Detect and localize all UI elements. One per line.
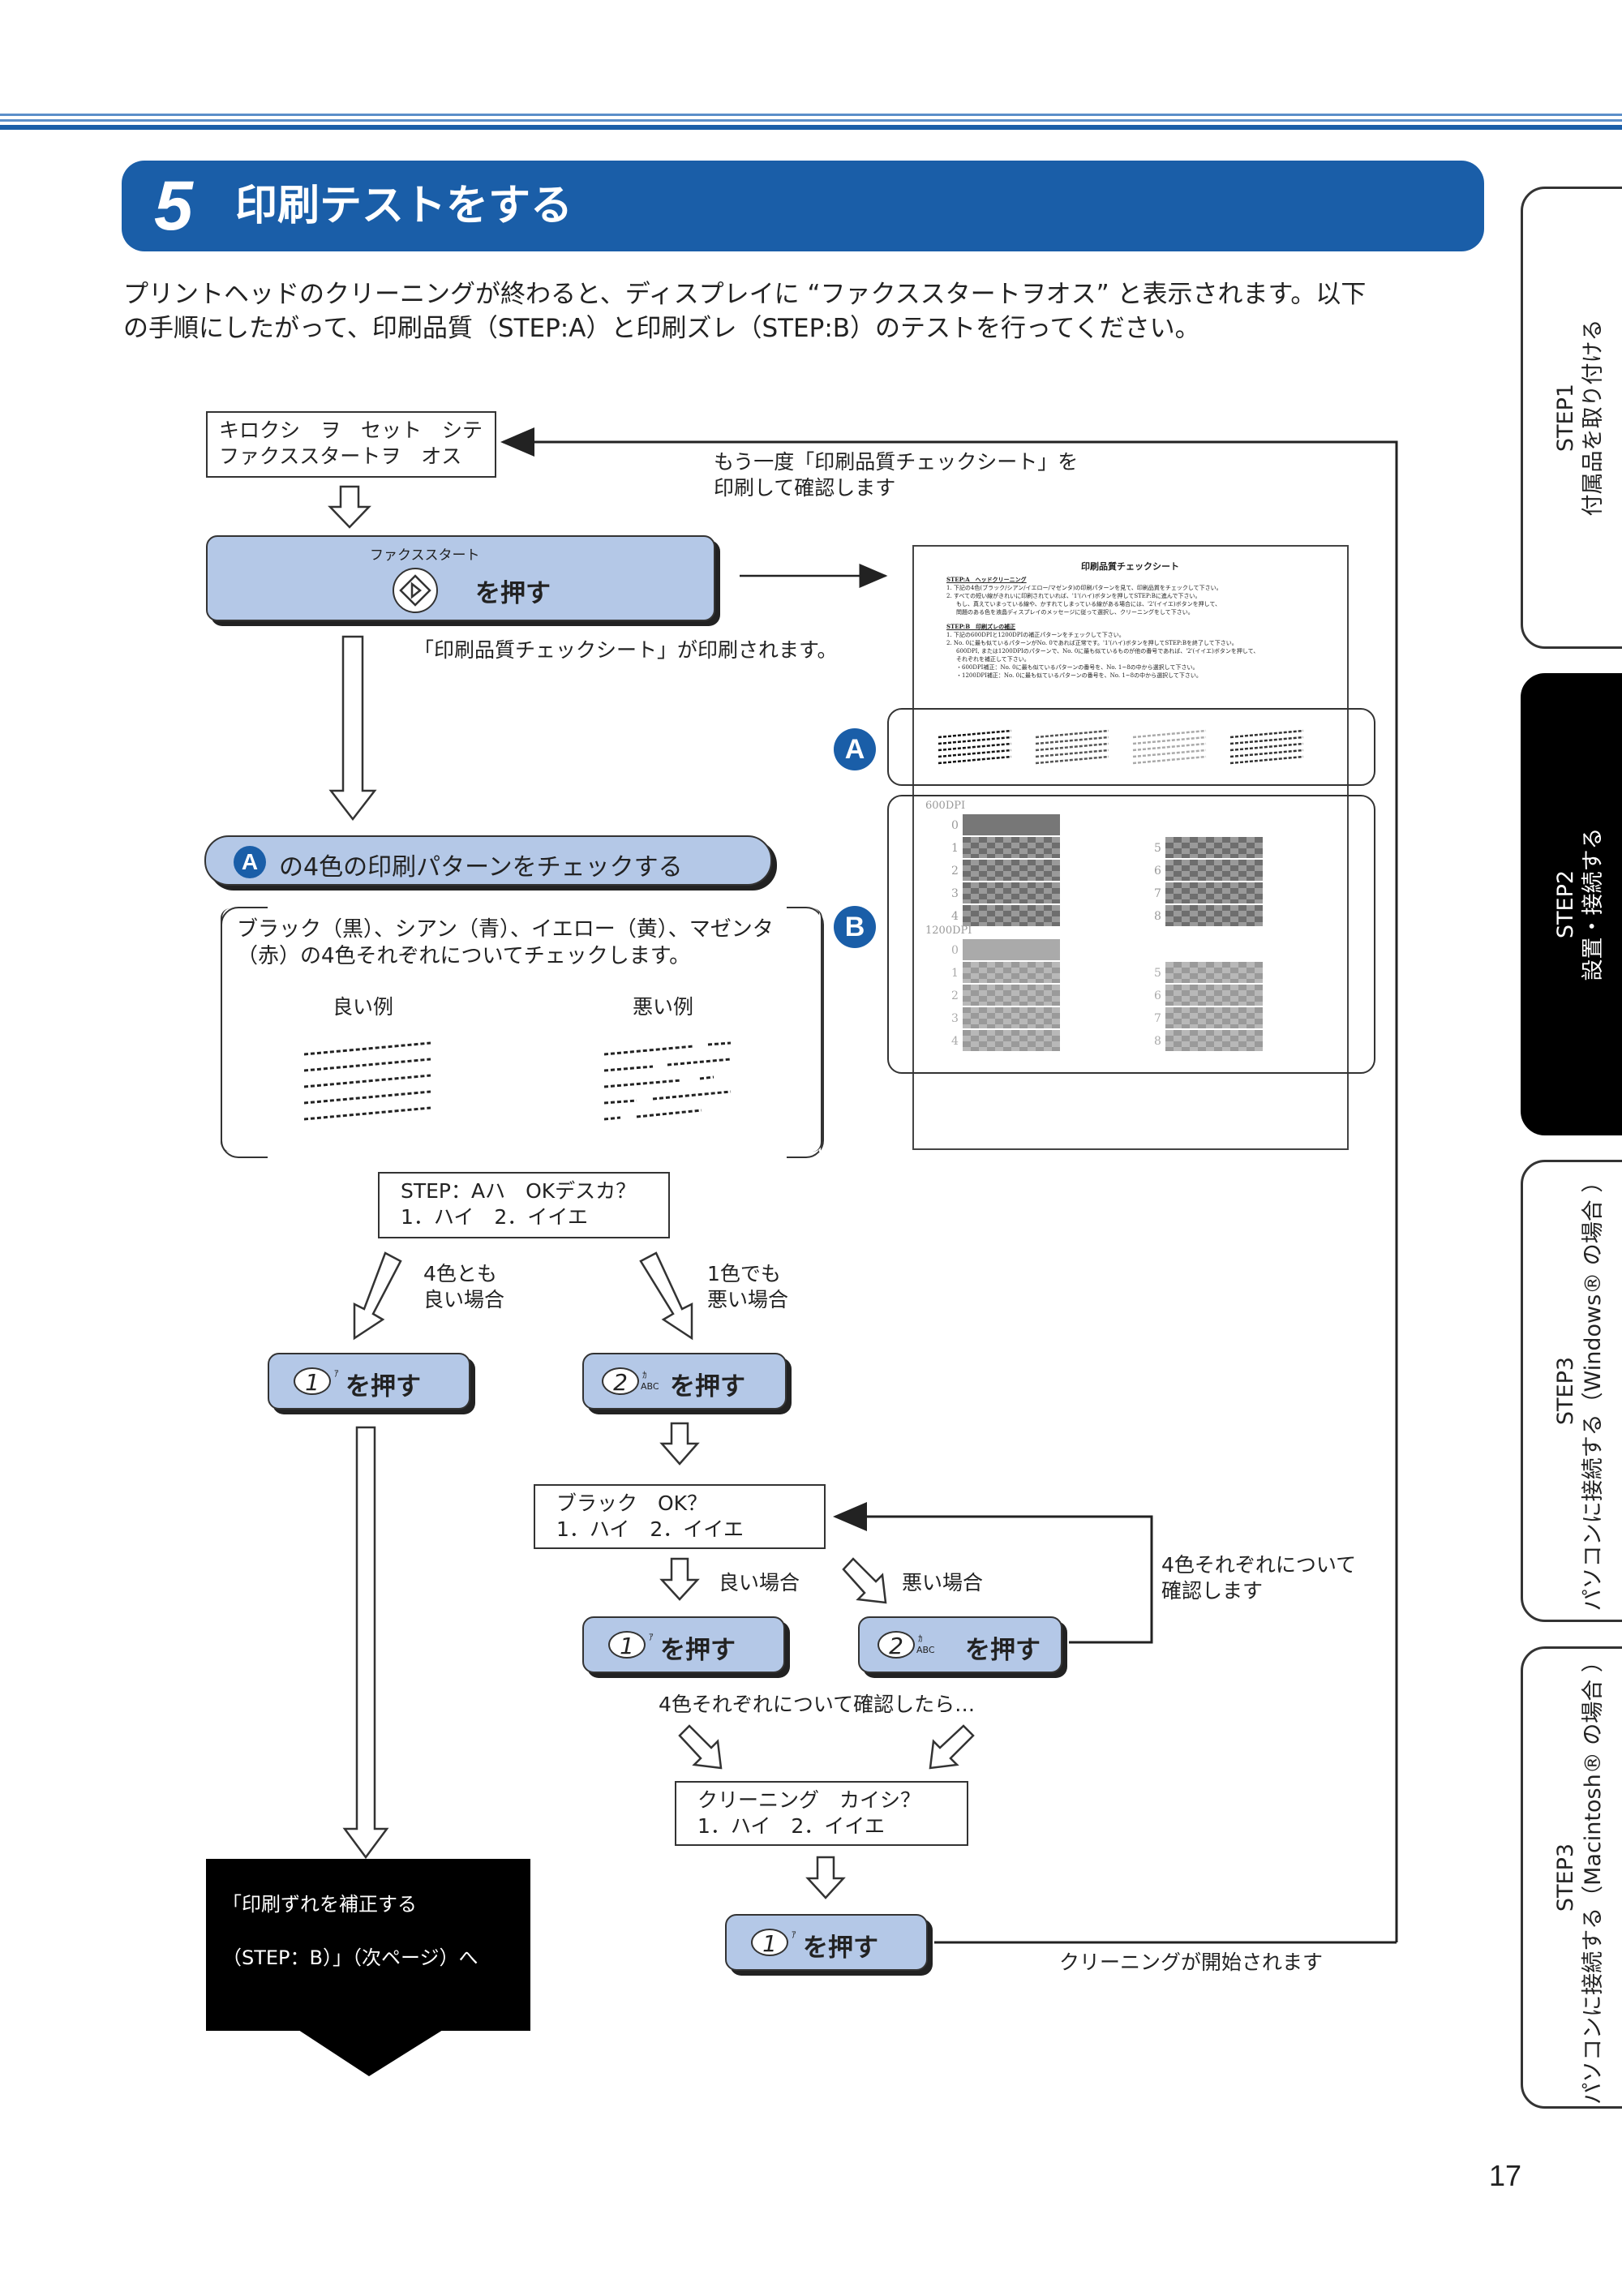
- check-heading: A の4色の印刷パターンをチェックする: [204, 835, 772, 886]
- page-title: 印刷テストをする: [235, 182, 573, 230]
- branch-label: 良い場合: [423, 1288, 505, 1311]
- key-2-icon: 2: [878, 1631, 915, 1659]
- press-2-button[interactable]: 2 ｶ ABC を押す: [858, 1616, 1062, 1673]
- sheet-alignment-patterns: [963, 814, 1263, 1051]
- press-2-button[interactable]: 2 ｶ ABC を押す: [582, 1353, 787, 1410]
- cleaning-note: クリーニングが開始されます: [1059, 1951, 1324, 1974]
- lcd-line: 1．ハイ 2．イイエ: [556, 1517, 744, 1541]
- bad-example-label: 悪い例: [633, 995, 694, 1019]
- bad-case-label: 悪い場合: [902, 1571, 984, 1594]
- press-1-button[interactable]: 1 ｱ を押す: [582, 1616, 785, 1673]
- branch-label: 4色とも: [423, 1262, 497, 1285]
- lcd-line: 1．ハイ 2．イイエ: [697, 1814, 886, 1838]
- lcd-display: クリーニング カイシ？ 1．ハイ 2．イイエ: [675, 1781, 968, 1846]
- check-description: （赤）の4色それぞれについてチェックします。: [237, 944, 691, 968]
- abc-label: ABC: [641, 1381, 659, 1392]
- press-1-button[interactable]: 1 ｱ を押す: [725, 1914, 928, 1971]
- button-label: を押す: [345, 1372, 421, 1401]
- lcd-line: 1．ハイ 2．イイエ: [401, 1205, 589, 1229]
- button-caption: ファクススタート: [370, 547, 480, 564]
- header-rule: [0, 119, 1622, 122]
- lcd-line: キロクシ ヲ セット シテ: [219, 418, 483, 442]
- step-number: 5: [154, 167, 193, 245]
- press-1-button[interactable]: 1 ｱ を押す: [268, 1353, 470, 1410]
- button-label: を押す: [803, 1933, 878, 1963]
- check-sheet: 印刷品質チェックシート STEP:A ヘッドクリーニング 1. 下記の4色(ブラ…: [912, 545, 1349, 1150]
- intro-line: の手順にしたがって、印刷品質（STEP:A）と印刷ズレ（STEP:B）のテストを…: [123, 314, 1200, 343]
- highlight-b: [887, 795, 1375, 1074]
- fax-start-button[interactable]: ファクススタート を押す: [206, 535, 715, 621]
- sheet-title: 印刷品質チェックシート: [1081, 561, 1179, 572]
- badge-b-icon: B: [834, 906, 876, 948]
- intro-line: プリントヘッドのクリーニングが終わると、ディスプレイに “ファクススタートヲオス…: [123, 280, 1367, 309]
- abc-label: ABC: [916, 1645, 935, 1655]
- branch-label: 1色でも: [707, 1262, 781, 1285]
- branch-label: 悪い場合: [707, 1288, 789, 1311]
- next-step-box: 「印刷ずれを補正する （STEP：B）」（次ページ）へ: [206, 1859, 530, 2031]
- header-rule: [0, 125, 1622, 130]
- each-color-note: 4色それぞれについて: [1161, 1553, 1357, 1577]
- sheet-color-patterns: [938, 729, 1304, 765]
- button-label: を押す: [965, 1636, 1041, 1665]
- bad-example-pattern: [604, 1041, 732, 1121]
- page-number: 17: [1489, 2159, 1522, 2192]
- highlight-a: [887, 708, 1375, 786]
- key-1-icon: 1: [751, 1929, 788, 1957]
- after-check-note: 4色それぞれについて確認したら…: [659, 1693, 976, 1716]
- kana-label: ｱ: [334, 1368, 339, 1379]
- key-2-icon: 2: [602, 1367, 639, 1396]
- next-step-text: 「印刷ずれを補正する: [222, 1893, 417, 1916]
- loop-note: もう一度「印刷品質チェックシート」を: [714, 450, 1079, 474]
- header-rule: [0, 114, 1622, 116]
- kana-label: ｱ: [792, 1929, 796, 1940]
- next-step-text: （STEP：B）」（次ページ）へ: [222, 1946, 478, 1969]
- lcd-display: キロクシ ヲ セット シテ ファクススタートヲ オス: [206, 411, 496, 478]
- button-label: を押す: [670, 1372, 745, 1401]
- lcd-line: ブラック OK？: [556, 1491, 708, 1515]
- sheet-instructions: STEP:A ヘッドクリーニング 1. 下記の4色(ブラック/シアン/イエロー/…: [946, 576, 1259, 679]
- each-color-note: 確認します: [1161, 1579, 1264, 1603]
- badge-a-icon: A: [234, 846, 266, 878]
- kana-label: ｱ: [649, 1632, 654, 1642]
- check-heading-text: の4色の印刷パターンをチェックする: [279, 853, 683, 882]
- badge-a-icon: A: [834, 728, 876, 770]
- lcd-line: ファクススタートヲ オス: [219, 444, 462, 468]
- key-1-icon: 1: [608, 1631, 646, 1659]
- label-600dpi: 600DPI: [925, 800, 966, 812]
- good-example-pattern: [304, 1041, 431, 1121]
- button-label: を押す: [660, 1636, 736, 1665]
- good-example-label: 良い例: [333, 995, 394, 1019]
- lcd-line: STEP：Aハ OKデスカ？: [401, 1179, 637, 1203]
- lcd-display: STEP：Aハ OKデスカ？ 1．ハイ 2．イイエ: [378, 1172, 670, 1238]
- key-1-icon: 1: [294, 1367, 331, 1396]
- check-description: ブラック（黒）、シアン（青）、イエロー（黄）、マゼンタ: [237, 917, 774, 942]
- kana-label: ｶ: [642, 1370, 647, 1380]
- lcd-display: ブラック OK？ 1．ハイ 2．イイエ: [534, 1484, 826, 1549]
- label-1200dpi: 1200DPI: [925, 925, 972, 937]
- printed-note: 「印刷品質チェックシート」が印刷されます。: [414, 638, 838, 662]
- kana-label: ｶ: [918, 1633, 923, 1644]
- lcd-line: クリーニング カイシ？: [697, 1788, 921, 1812]
- button-label: を押す: [475, 579, 551, 608]
- section-header: 5 印刷テストをする: [122, 161, 1484, 251]
- start-icon: [393, 568, 438, 613]
- loop-note: 印刷して確認します: [714, 476, 896, 500]
- good-case-label: 良い場合: [719, 1571, 800, 1594]
